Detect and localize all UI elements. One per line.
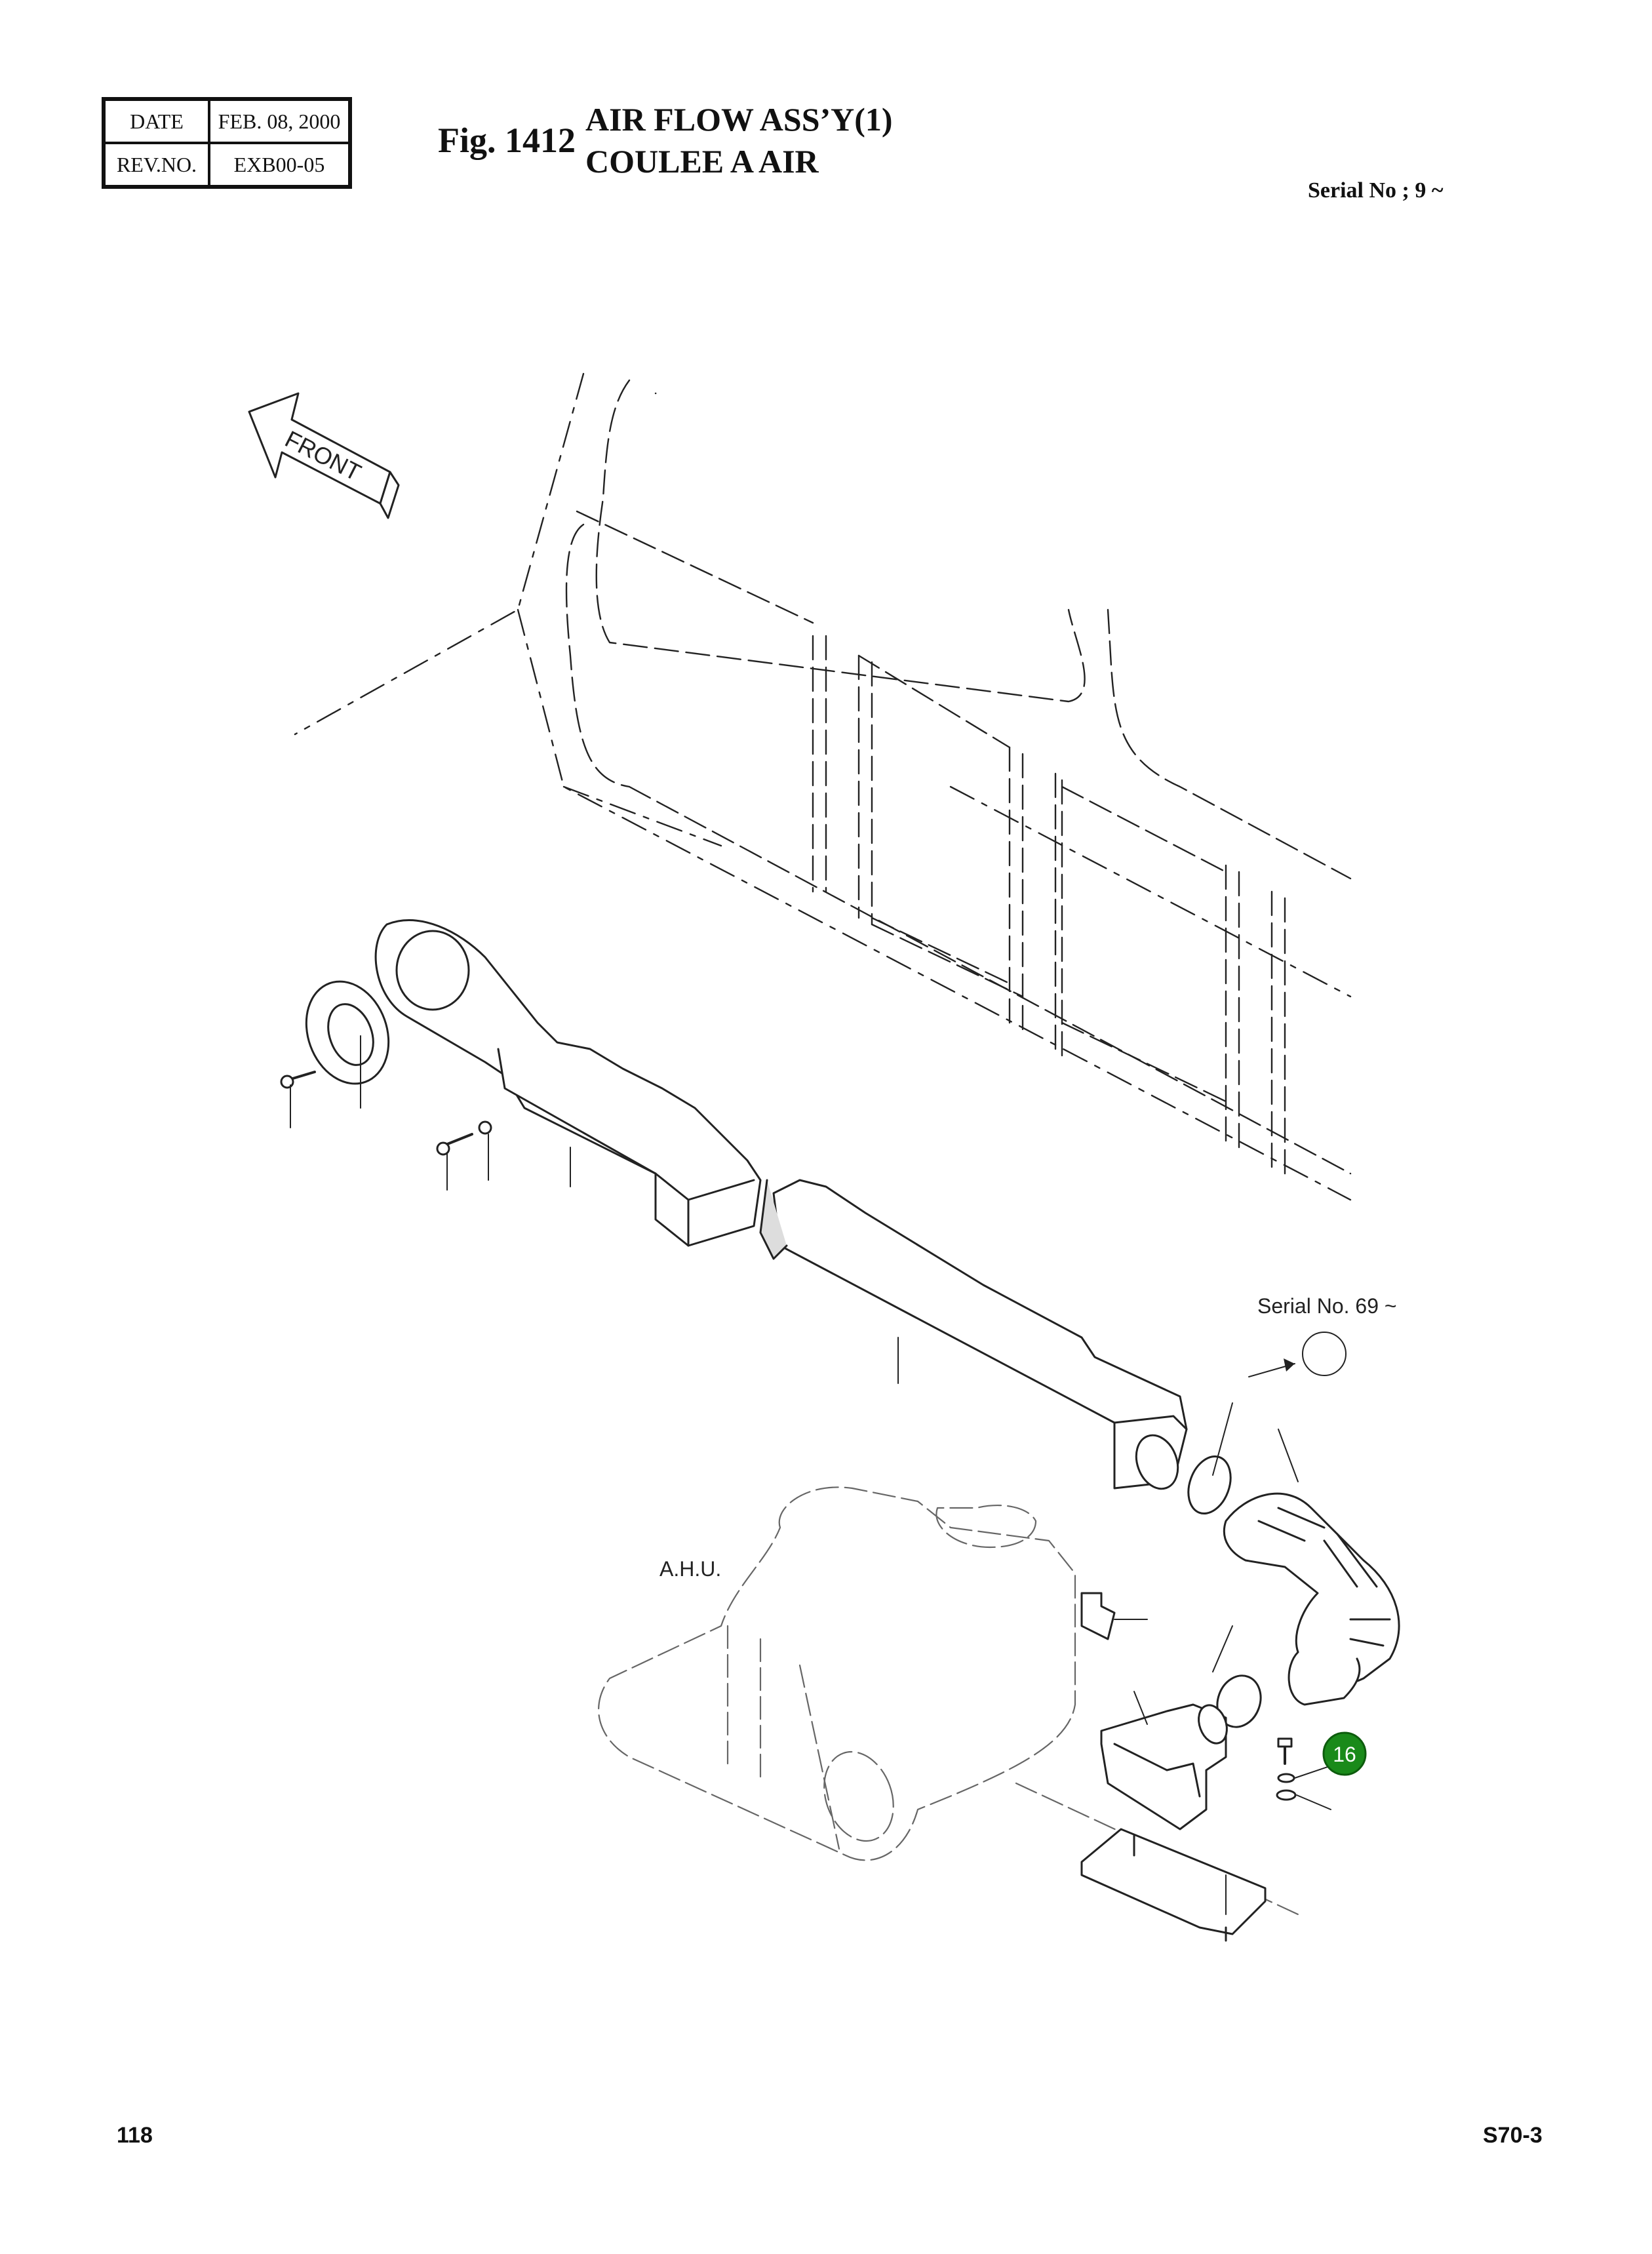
cab-outline	[294, 372, 1352, 1201]
title-line-1: AIR FLOW ASS’Y(1)	[585, 101, 893, 138]
serial-range: Serial No ; 9 ~	[1308, 178, 1444, 203]
hose-clamp-upper	[1187, 1402, 1233, 1515]
right-air-duct	[759, 1179, 1188, 1490]
hose-clamp-lower	[1212, 1625, 1262, 1728]
model-code: S70-3	[1483, 2123, 1543, 2148]
callout-16[interactable]: 16	[1322, 1731, 1367, 1776]
callout-number: 16	[1333, 1743, 1356, 1766]
rev-value: EXB00-05	[209, 143, 349, 186]
figure-number: Fig. 1412	[438, 121, 576, 160]
small-bracket	[1080, 1592, 1148, 1640]
vent-ring	[305, 980, 390, 1109]
outlet-adapter	[1100, 1691, 1228, 1830]
serial-note: Serial No. 69 ~	[1257, 1294, 1397, 1318]
title-line-2: COULEE A AIR	[585, 143, 819, 180]
left-air-duct	[374, 919, 762, 1247]
figure-title: AIR FLOW ASS’Y(1) COULEE A AIR	[585, 98, 893, 182]
screw-left	[280, 1071, 316, 1128]
date-label: DATE	[104, 100, 209, 143]
cab-window-frame	[565, 379, 1352, 1175]
revision-table: DATE FEB. 08, 2000 REV.NO. EXB00-05	[102, 97, 352, 189]
air-handling-unit	[598, 1486, 1299, 1916]
rev-label: REV.NO.	[104, 143, 209, 186]
ahu-label: A.H.U.	[659, 1557, 721, 1581]
date-value: FEB. 08, 2000	[209, 100, 349, 143]
screw-middle	[436, 1120, 492, 1191]
page-number: 118	[117, 2123, 153, 2148]
serial-note-circle	[1302, 1332, 1347, 1376]
mounting-plate	[1080, 1828, 1267, 1942]
bolt-and-washers	[1276, 1737, 1338, 1810]
front-arrow: FRONT	[248, 392, 400, 519]
flexible-hose	[1223, 1429, 1400, 1706]
